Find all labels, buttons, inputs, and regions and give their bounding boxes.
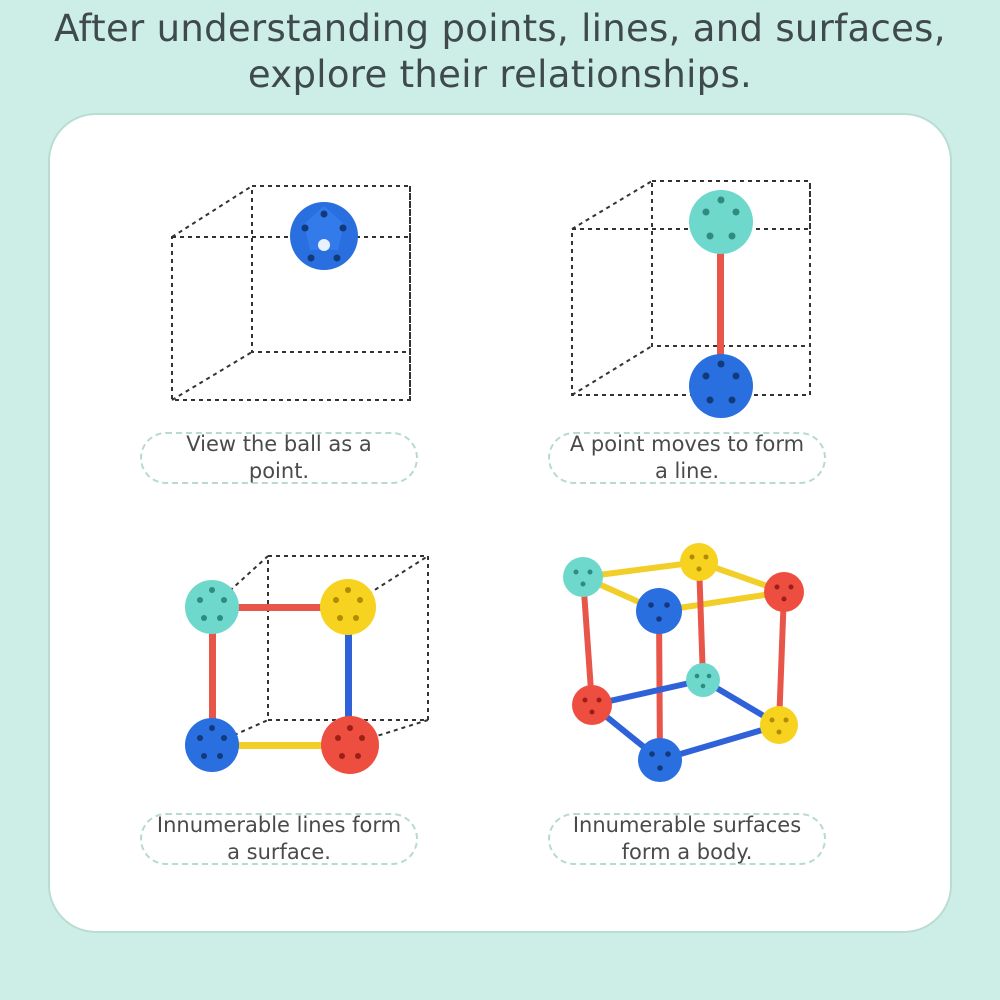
blue-ball-icon [290, 202, 358, 270]
teal-ball-icon [185, 580, 239, 634]
red-ball-icon [321, 716, 379, 774]
caption-surface: Innumerable lines form a surface. [140, 813, 418, 865]
surface-illustration [185, 555, 429, 774]
title-line-1: After understanding points, lines, and s… [54, 7, 946, 50]
caption-point: View the ball as a point. [140, 432, 418, 484]
yellow-ball-icon [680, 543, 718, 581]
caption-line-text: A point moves to form a line. [569, 432, 805, 483]
caption-line: A point moves to form a line. [548, 432, 826, 484]
blue-ball-icon [636, 588, 682, 634]
point-illustration [171, 185, 411, 401]
content-card [48, 113, 952, 933]
teal-ball-icon [686, 663, 720, 697]
red-ball-icon [764, 572, 804, 612]
yellow-ball-icon [320, 579, 376, 635]
body-illustration [563, 543, 804, 782]
blue-ball-icon [638, 738, 682, 782]
line-illustration [571, 180, 811, 418]
yellow-ball-icon [760, 706, 798, 744]
blue-ball-icon [689, 354, 753, 418]
red-rod [717, 252, 724, 362]
teal-ball-icon [689, 190, 753, 254]
red-ball-icon [572, 685, 612, 725]
caption-body: Innumerable surfaces form a body. [548, 813, 826, 865]
caption-body-text: Innumerable surfaces form a body. [572, 813, 802, 864]
teal-ball-icon [563, 557, 603, 597]
caption-point-text: View the ball as a point. [186, 432, 372, 483]
page-title: After understanding points, lines, and s… [0, 6, 1000, 98]
blue-ball-icon [185, 718, 239, 772]
caption-surface-text: Innumerable lines form a surface. [156, 813, 402, 864]
title-line-2: explore their relationships. [247, 53, 753, 96]
